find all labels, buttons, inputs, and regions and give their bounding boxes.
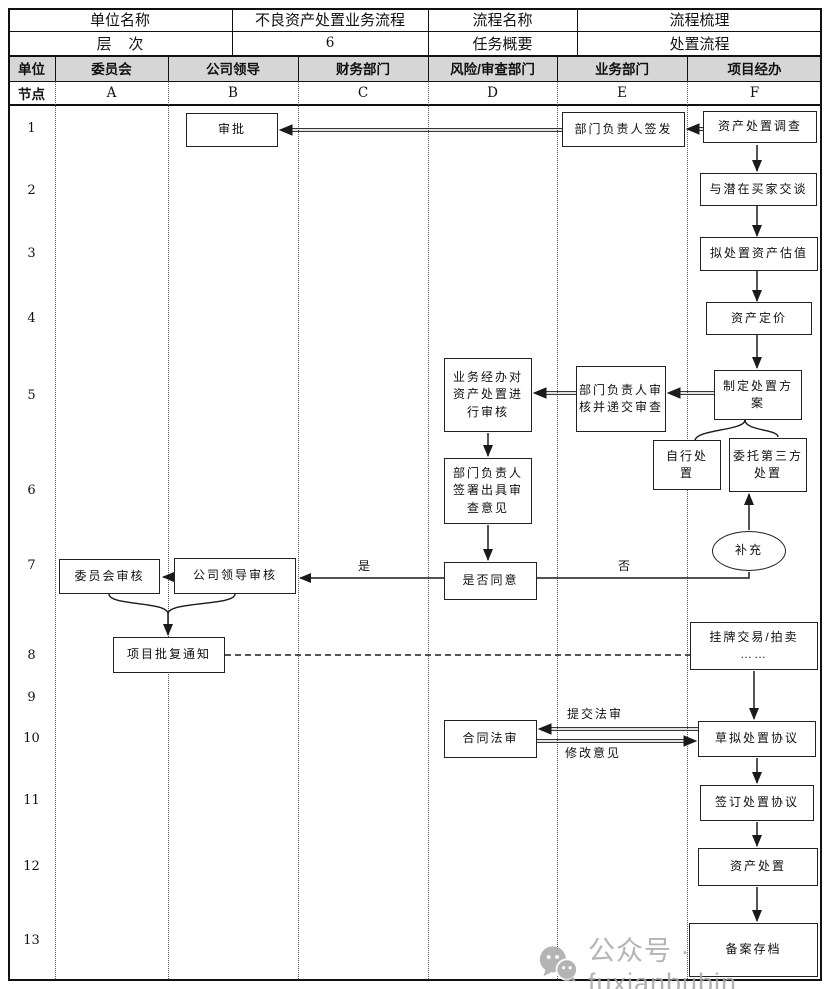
- grid-line: [8, 31, 822, 32]
- node-approve: 审批: [186, 113, 278, 147]
- lane-header-background: [8, 55, 822, 81]
- grid-line: [577, 8, 578, 55]
- node-supplement: 补充: [712, 531, 786, 571]
- process-name-label: 流程名称: [472, 12, 533, 29]
- row-number: 6: [27, 483, 36, 498]
- node-dept-head-review-submit: 部门负责人审核并递交审查: [576, 366, 666, 432]
- row-number: 11: [23, 793, 40, 808]
- row-number: 2: [27, 183, 36, 198]
- unit-name-label: 单位名称: [89, 12, 150, 29]
- row-number: 8: [27, 648, 36, 663]
- node-id-c: C: [357, 84, 369, 101]
- node-negotiate-buyers: 与潜在买家交谈: [700, 173, 817, 206]
- lane-committee: 委员会: [91, 62, 132, 77]
- outer-border: [8, 8, 822, 981]
- row-number: 4: [27, 311, 36, 326]
- grid-line: [168, 55, 169, 81]
- level-label: 层 次: [96, 35, 144, 53]
- grid-line: [55, 55, 56, 81]
- lane-project-handler: 项目经办: [727, 62, 782, 77]
- node-asset-pricing: 资产定价: [706, 302, 812, 335]
- lane-separator: [428, 81, 429, 979]
- node-id-b: B: [228, 84, 238, 101]
- row-number: 5: [27, 388, 36, 403]
- grid-line: [8, 104, 822, 106]
- node-id-a: A: [106, 84, 117, 101]
- row-number: 13: [23, 933, 40, 948]
- node-id-d: D: [487, 84, 498, 101]
- wechat-official-account-icon: [539, 946, 579, 982]
- grid-line: [232, 8, 233, 55]
- grid-line: [687, 55, 688, 81]
- node-id-f: F: [749, 84, 760, 101]
- node-project-approval-notice: 项目批复通知: [113, 637, 225, 673]
- label-revision-comments: 修改意见: [564, 746, 621, 760]
- node-make-disposal-plan: 制定处置方案: [714, 370, 802, 420]
- watermark-text: 公众号 · fuxianbubin: [587, 936, 738, 989]
- lane-risk-review-dept: 风险/审查部门: [450, 62, 535, 77]
- grid-line: [8, 81, 822, 82]
- lane-finance-dept: 财务部门: [336, 62, 390, 77]
- lane-business-dept: 业务部门: [595, 62, 649, 77]
- node-id-e: E: [617, 84, 627, 101]
- node-dept-head-sign-opinion: 部门负责人签署出具审查意见: [444, 458, 532, 524]
- node-leader-review: 公司领导审核: [174, 558, 296, 594]
- lane-separator: [557, 81, 558, 979]
- row-number: 7: [27, 558, 36, 573]
- node-dept-head-issue: 部门负责人签发: [562, 112, 685, 147]
- unit-name-value: 不良资产处置业务流程: [254, 12, 405, 29]
- node-asset-disposal-investigation: 资产处置调查: [703, 111, 817, 143]
- lane-company-leaders: 公司领导: [206, 62, 260, 77]
- grid-line: [428, 8, 429, 55]
- node-row-label: 节点: [18, 86, 45, 102]
- node-filing-archive: 备案存档: [689, 923, 818, 977]
- label-submit-legal-review: 提交法审: [566, 707, 623, 721]
- node-listing-auction: 挂牌交易/拍卖 ……: [690, 622, 818, 670]
- grid-line: [298, 55, 299, 81]
- node-agree-decision: 是否同意: [444, 562, 537, 600]
- grid-line: [8, 55, 822, 57]
- node-third-party-dispose: 委托第三方处置: [729, 438, 807, 492]
- process-name-value: 流程梳理: [669, 12, 730, 29]
- task-summary-label: 任务概要: [472, 35, 533, 53]
- lane-separator: [298, 81, 299, 979]
- watermark: 公众号 · fuxianbubin: [538, 929, 830, 989]
- label-yes: 是: [357, 559, 372, 573]
- row-number: 12: [23, 859, 40, 874]
- grid-line: [557, 55, 558, 81]
- row-number: 10: [23, 731, 40, 746]
- row-number: 1: [27, 121, 36, 136]
- node-committee-review: 委员会审核: [59, 559, 160, 594]
- row-number: 9: [27, 690, 36, 705]
- node-sign-agreement: 签订处置协议: [700, 785, 814, 821]
- node-asset-valuation: 拟处置资产估值: [700, 237, 818, 271]
- lane-separator: [687, 81, 688, 979]
- node-business-review: 业务经办对资产处置进行审核: [444, 358, 532, 432]
- grid-line: [428, 55, 429, 81]
- level-value: 6: [325, 35, 335, 51]
- label-no: 否: [617, 559, 632, 573]
- node-draft-agreement: 草拟处置协议: [698, 721, 816, 757]
- node-self-dispose: 自行处置: [653, 440, 721, 490]
- lane-separator: [168, 81, 169, 979]
- lane-unit-label: 单位: [18, 62, 45, 77]
- row-number: 3: [27, 246, 36, 261]
- node-asset-disposal: 资产处置: [698, 848, 818, 886]
- node-contract-legal-review: 合同法审: [444, 720, 537, 758]
- task-summary-value: 处置流程: [669, 35, 730, 53]
- lane-separator: [55, 81, 56, 979]
